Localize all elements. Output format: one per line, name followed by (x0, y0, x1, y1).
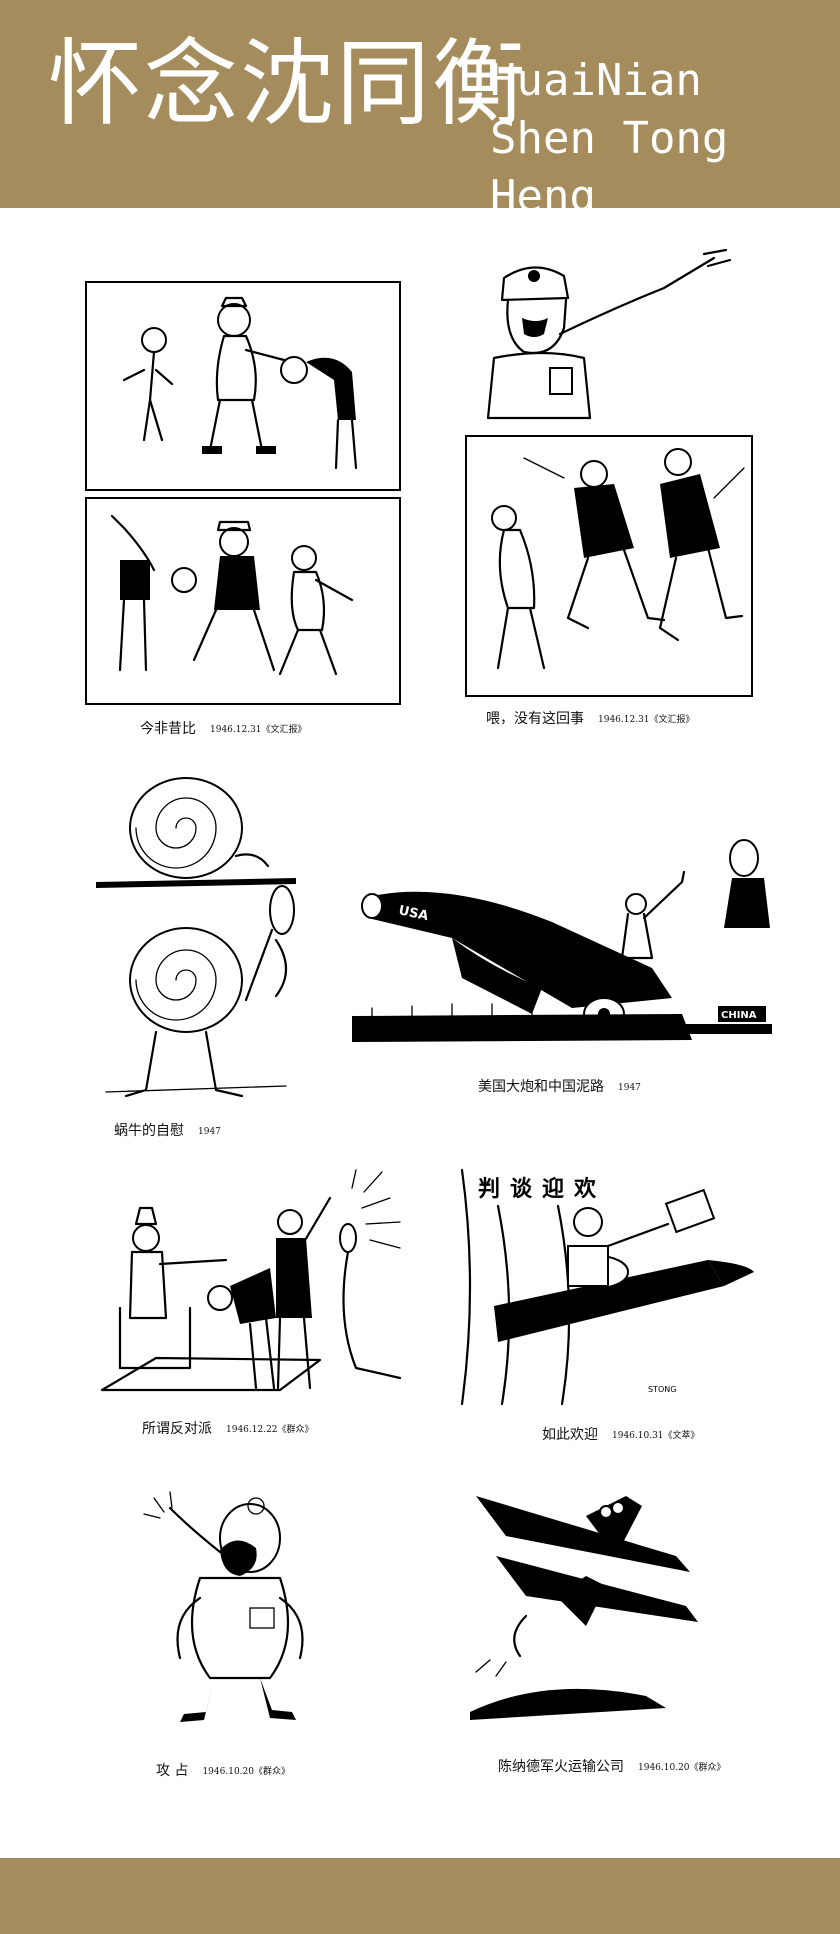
title-english-line1: HuaiNian (490, 55, 702, 106)
header-band: 怀念沈同衡 HuaiNian Shen Tong Heng (0, 0, 840, 222)
caption-date: 1946.10.31《文萃》 (612, 1431, 700, 1441)
caption-title: 所谓反对派 (142, 1421, 212, 1437)
cartoon-junhuo (466, 1476, 730, 1732)
road-sign-label: CHINA (721, 1010, 757, 1021)
cartoon-fanduipai-drawing (100, 1169, 402, 1392)
caption-date: 1946.10.20《群众》 (638, 1763, 726, 1773)
cartoon-weimeiyou-drawing (465, 248, 753, 697)
caption-dapao: 美国大炮和中国泥路 1947 (478, 1076, 641, 1096)
cartoon-woniu-drawing (96, 777, 296, 1098)
page-title-chinese: 怀念沈同衡 (48, 30, 529, 139)
caption-title: 如此欢迎 (542, 1427, 598, 1443)
caption-title: 今非昔比 (140, 721, 196, 737)
footer-band (0, 1858, 840, 1934)
caption-date: 1946.12.31《文汇报》 (598, 715, 695, 725)
caption-jinfeixibi: 今非昔比 1946.12.31《文汇报》 (140, 718, 307, 738)
cartoon-gongzhan (140, 1488, 320, 1728)
cartoon-fanduipai (100, 1168, 422, 1408)
cartoon-dapao: USA CHINA (352, 818, 772, 1056)
caption-gongzhan: 攻 占 1946.10.20《群众》 (156, 1760, 290, 1780)
caption-woniu: 蜗牛的自慰 1947 (114, 1120, 221, 1140)
artist-signature: STONG (648, 1385, 676, 1394)
caption-huanying: 如此欢迎 1946.10.31《文萃》 (542, 1424, 700, 1444)
cartoon-dapao-drawing: USA CHINA (352, 839, 772, 1042)
caption-date: 1946.12.22《群众》 (226, 1425, 314, 1435)
caption-date: 1946.12.31《文汇报》 (210, 725, 307, 735)
cartoon-gongzhan-drawing (143, 1491, 304, 1722)
cartoon-weimeiyou (464, 248, 764, 698)
caption-fanduipai: 所谓反对派 1946.12.22《群众》 (142, 1418, 314, 1438)
cartoon-jinfeixibi-drawing (85, 281, 401, 705)
cartoon-huanying-drawing: 判谈迎欢 STONG (460, 1168, 754, 1406)
title-english-line2: Shen Tong Heng (490, 113, 729, 222)
caption-date: 1947 (198, 1127, 221, 1137)
caption-title: 蜗牛的自慰 (114, 1123, 184, 1139)
caption-title: 美国大炮和中国泥路 (478, 1079, 604, 1095)
caption-title: 喂，没有这回事 (486, 711, 584, 727)
caption-title: 陈纳德军火运输公司 (498, 1759, 624, 1775)
cartoon-junhuo-drawing (470, 1496, 698, 1720)
cartoon-huanying: 判谈迎欢 STONG (458, 1166, 758, 1406)
caption-date: 1946.10.20《群众》 (202, 1767, 290, 1777)
cartoon-jinfeixibi (84, 280, 402, 706)
caption-junhuo: 陈纳德军火运输公司 1946.10.20《群众》 (498, 1756, 726, 1776)
welcome-banner-text: 判谈迎欢 (478, 1176, 606, 1202)
caption-weimeiyou: 喂，没有这回事 1946.12.31《文汇报》 (486, 708, 695, 728)
page-title-english: HuaiNian Shen Tong Heng (490, 52, 840, 226)
cannon-label: USA (397, 903, 429, 924)
caption-date: 1947 (618, 1083, 641, 1093)
caption-title: 攻 占 (156, 1763, 189, 1779)
cartoon-woniu (96, 770, 306, 1106)
